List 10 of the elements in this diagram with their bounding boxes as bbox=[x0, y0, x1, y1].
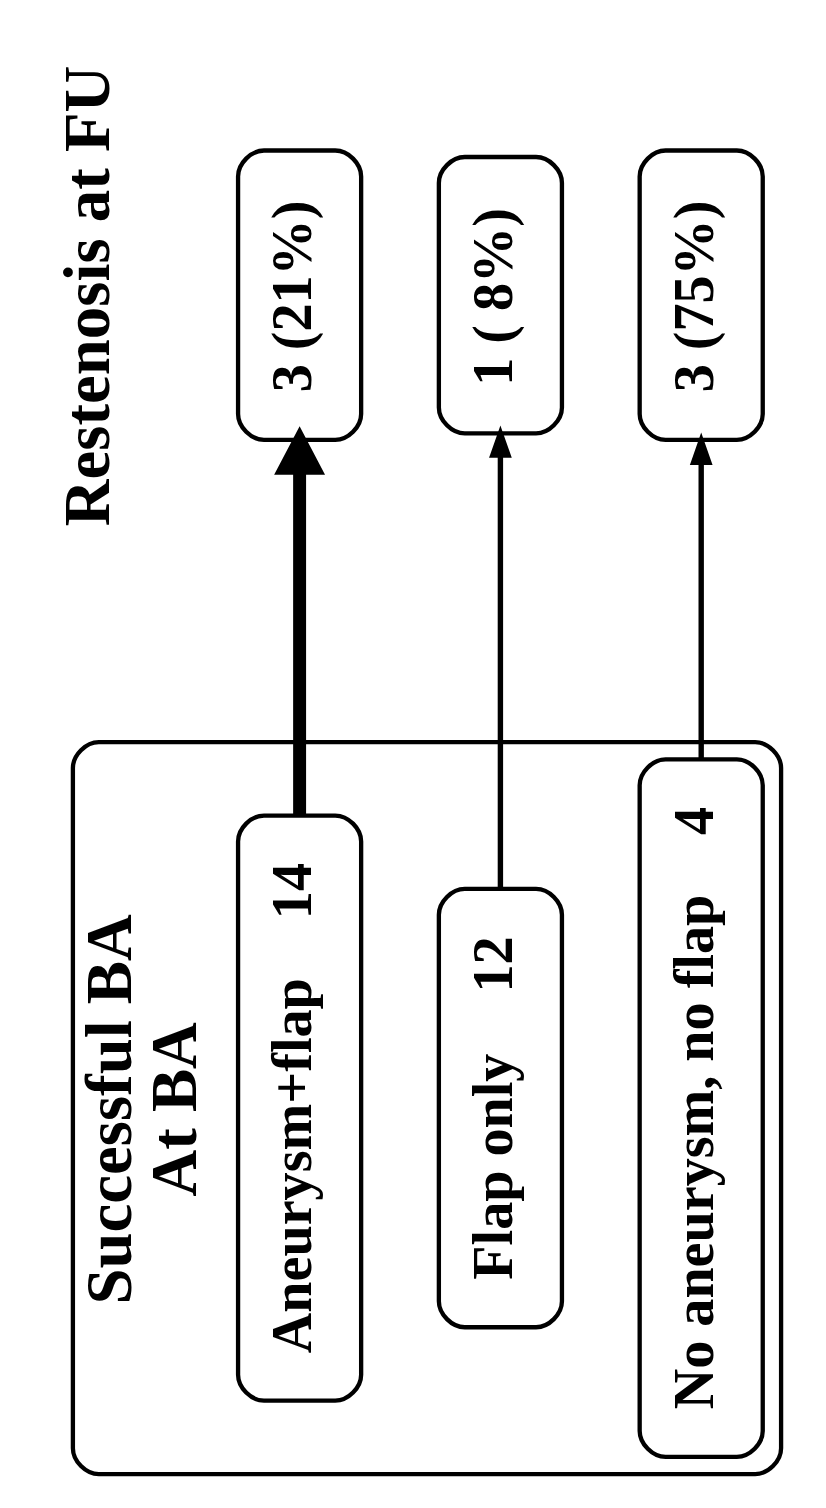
node-box: 1 ( 8%) bbox=[436, 154, 564, 436]
node-box: 3 (21%) bbox=[235, 148, 363, 442]
arrow bbox=[273, 426, 325, 816]
label: Restenosis at FU bbox=[50, 65, 123, 527]
node-box: No aneurysm, no flap 4 bbox=[637, 757, 765, 1459]
arrow bbox=[689, 432, 713, 759]
node-box: Aneurysm+flap 14 bbox=[235, 813, 363, 1403]
node-box: Flap only 12 bbox=[436, 886, 564, 1330]
node-box: 3 (75%) bbox=[637, 148, 765, 442]
arrow bbox=[488, 425, 512, 889]
